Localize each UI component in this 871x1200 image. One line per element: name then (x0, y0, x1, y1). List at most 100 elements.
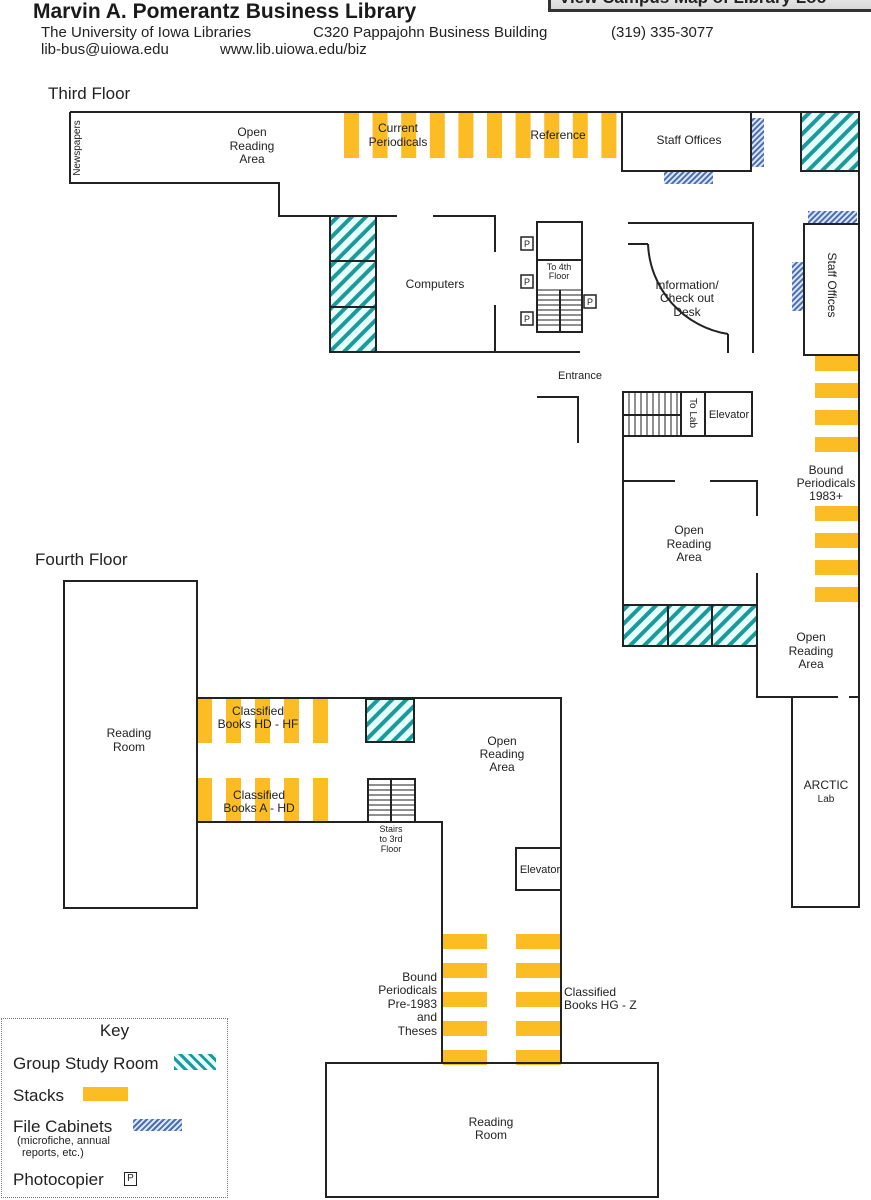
fourth-floor-title: Fourth Floor (35, 550, 128, 569)
address: C320 Pappajohn Business Building (313, 24, 548, 41)
stack-shelf (815, 587, 859, 602)
file-cabinet (792, 262, 803, 311)
photocopier-icon: P (520, 311, 534, 326)
key-item-stacks: Stacks (13, 1086, 65, 1105)
svg-text:P: P (524, 239, 530, 249)
label-reading-room: Reading (469, 1115, 514, 1129)
study-room[interactable] (365, 698, 415, 743)
label-staff-offices-right: Staff Offices (825, 253, 839, 318)
label-entrance: Entrance (558, 370, 602, 382)
stack-shelf (815, 356, 859, 371)
label-arctic-lab: ARCTIC (804, 778, 849, 792)
label-computers: Computers (406, 277, 465, 291)
stack-shelf (516, 1021, 561, 1036)
svg-text:P: P (524, 314, 530, 324)
key-title: Key (99, 1021, 130, 1040)
photocopier-icon: P (583, 294, 597, 309)
photocopier-icon: P (520, 274, 534, 289)
fourth-floor-stacks (197, 699, 561, 1065)
stack-shelf (516, 1050, 561, 1065)
label-elevator: Elevator (709, 409, 750, 421)
file-cabinets (664, 118, 857, 311)
label-bound-pre1983: Theses (398, 1024, 437, 1038)
file-cabinet (808, 211, 857, 223)
label-classified-a-hd: Classified (233, 788, 285, 802)
label-current-periodicals: Current (378, 121, 419, 135)
stack-shelf (284, 778, 299, 822)
stack-shelf (443, 1021, 487, 1036)
label-open-reading: Open (487, 734, 516, 748)
label-open-reading: Open (796, 630, 825, 644)
label-stairs: Floor (381, 844, 402, 854)
stack-shelf (516, 963, 561, 978)
label-stairs: Stairs (379, 824, 403, 834)
stack-shelf (443, 963, 487, 978)
label-to-lab: To Lab (687, 398, 698, 428)
photocopiers: P P P P (520, 236, 597, 326)
study-room[interactable] (622, 604, 669, 647)
label-open-reading: Area (676, 550, 702, 564)
file-cabinet-swatch (133, 1119, 182, 1131)
website-link[interactable]: www.lib.uiowa.edu/biz (220, 41, 367, 58)
svg-text:P: P (524, 277, 530, 287)
key-file-cabinets-note: (microfiche, annual (17, 1135, 110, 1147)
photocopier-icon: P (124, 1172, 137, 1186)
stack-shelf (197, 778, 212, 822)
key-file-cabinets-note: reports, etc.) (22, 1147, 84, 1159)
label-open-reading: Reading (667, 537, 712, 551)
org-name: The University of Iowa Libraries (41, 24, 252, 41)
stack-shelf (572, 113, 588, 158)
label-bound-pre1983: and (417, 1010, 437, 1024)
photocopier-icon: P (520, 236, 534, 251)
label-bound-pre1983: Bound (402, 970, 437, 984)
stack-shelf (487, 113, 502, 158)
label-open-reading: Open (674, 523, 703, 537)
stack-shelf (429, 113, 445, 158)
label-reading-room: Room (475, 1128, 507, 1142)
stack-shelf (372, 113, 388, 158)
third-floor-title: Third Floor (48, 84, 131, 103)
label-info-desk: Check out (660, 291, 715, 305)
stack-shelf (815, 410, 859, 425)
svg-text:P: P (587, 297, 593, 307)
label-bound-pre1983: Pre-1983 (388, 997, 438, 1011)
key-item-photocopier: Photocopier (13, 1170, 104, 1189)
library-title: Marvin A. Pomerantz Business Library (33, 0, 417, 23)
file-cabinet (664, 172, 713, 184)
campus-map-button[interactable]: View Campus Map of Library Loc (548, 0, 871, 12)
label-arctic-lab-sub: Lab (818, 794, 835, 805)
label-bound-pre1983: Periodicals (378, 983, 437, 997)
label-reading-room: Reading (107, 726, 152, 740)
label-staff-offices: Staff Offices (657, 133, 722, 147)
stack-shelf (815, 560, 859, 575)
label-open-reading: Area (489, 760, 515, 774)
study-room[interactable] (800, 111, 860, 172)
stack-shelf (313, 699, 328, 743)
stack-shelf (197, 699, 212, 743)
label-bound-periodicals: Bound (809, 463, 844, 477)
key-item-file-cabinets: File Cabinets (13, 1117, 113, 1136)
third-floor-stacks (344, 113, 859, 602)
stack-shelf (601, 113, 617, 158)
map-key: Key Group Study Room Stacks File Cabinet… (1, 1018, 228, 1198)
label-classified-a-hd: Books A - HD (223, 801, 295, 815)
email-link[interactable]: lib-bus@uiowa.edu (41, 41, 169, 58)
study-room[interactable] (329, 260, 377, 308)
label-classified-hd-hf: Classified (232, 704, 284, 718)
label-info-desk: Desk (673, 305, 701, 319)
study-room[interactable] (667, 604, 713, 647)
stack-shelf (255, 778, 270, 822)
label-open-reading: Reading (480, 747, 525, 761)
study-room[interactable] (329, 215, 377, 262)
study-room[interactable] (711, 604, 758, 647)
label-classified-hg-z: Classified (564, 985, 616, 999)
stack-shelf (516, 934, 561, 949)
key-item-group-study: Group Study Room (13, 1054, 159, 1073)
stack-shelf (815, 437, 859, 452)
third-floor-stairs-up (537, 289, 582, 326)
study-room[interactable] (329, 306, 377, 353)
stack-shelf (443, 1050, 487, 1065)
file-cabinet (752, 118, 764, 167)
label-bound-periodicals: 1983+ (809, 489, 843, 503)
